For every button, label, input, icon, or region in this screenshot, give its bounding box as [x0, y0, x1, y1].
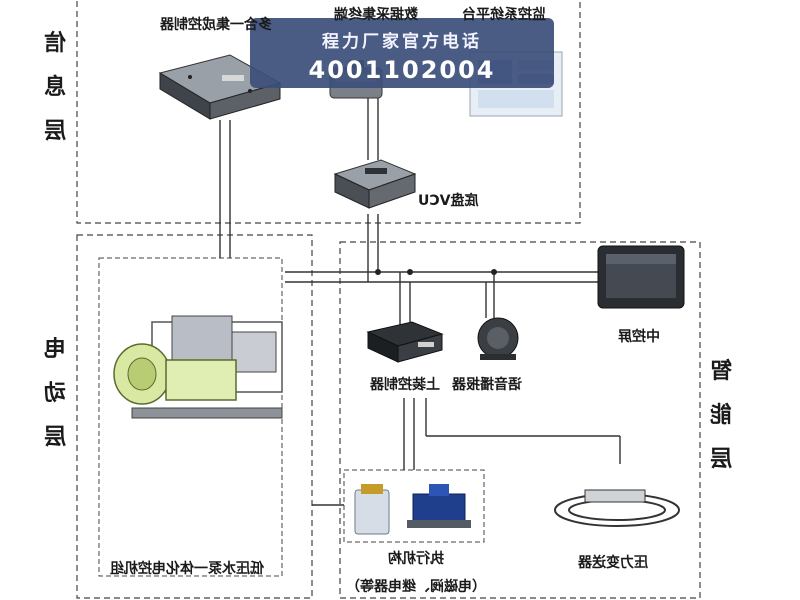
center-screen-caption: 中控屏	[618, 329, 660, 345]
pump-unit-illustration	[113, 315, 283, 419]
smart-layer-char-3: 层	[710, 447, 733, 472]
pump-inner-box	[98, 257, 283, 577]
info-layer-label: 信 息 层	[40, 22, 70, 154]
actuators-illustration	[354, 484, 471, 535]
info-layer-char-3: 层	[44, 119, 67, 144]
all-in-one-controller-caption: 多合一集成控制器	[160, 17, 272, 33]
info-layer-box	[76, 0, 581, 224]
actuators-note: （电磁阀、继电器等）	[346, 579, 486, 595]
bus-junction-dots	[375, 269, 497, 275]
power-layer-char-2: 动	[44, 381, 67, 406]
info-layer-char-1: 信	[44, 31, 67, 56]
pressure-sensor-caption: 压力变送器	[578, 555, 648, 571]
smart-layer-box	[339, 241, 701, 599]
data-collector-caption: 数据采集终端	[334, 7, 418, 23]
smart-layer-label: 智 能 层	[706, 350, 736, 482]
actuator-box	[343, 469, 485, 543]
power-layer-char-1: 电	[44, 337, 67, 362]
upper-controller-illustration	[366, 321, 444, 363]
actuators-caption: 执行机构	[388, 551, 444, 567]
chassis-vcu-caption: 底盘VCU	[418, 193, 479, 209]
monitor-platform-caption: 监控系统平台	[462, 7, 546, 23]
smart-layer-char-2: 能	[710, 403, 733, 428]
power-layer-char-3: 层	[44, 425, 67, 450]
info-layer-char-2: 息	[44, 75, 67, 100]
power-layer-box	[76, 234, 313, 599]
upper-controller-caption: 上装控制器	[370, 377, 440, 393]
banner-phone: 4001102004	[308, 56, 496, 84]
can-bus-lines	[219, 96, 621, 506]
voice-broadcaster-illustration	[477, 317, 519, 360]
center-screen-illustration	[597, 245, 685, 309]
smart-layer-char-1: 智	[710, 359, 733, 384]
pressure-sensor-illustration	[554, 489, 680, 527]
chassis-vcu-illustration	[333, 159, 417, 209]
power-layer-label: 电 动 层	[40, 328, 70, 460]
banner-title: 程力厂家官方电话	[322, 32, 482, 52]
hotline-banner: 程力厂家官方电话 4001102004	[250, 18, 554, 88]
pump-unit-caption: 低压水泵一体化电控机组	[110, 561, 264, 577]
voice-broadcaster-caption: 语音播报器	[452, 377, 522, 393]
